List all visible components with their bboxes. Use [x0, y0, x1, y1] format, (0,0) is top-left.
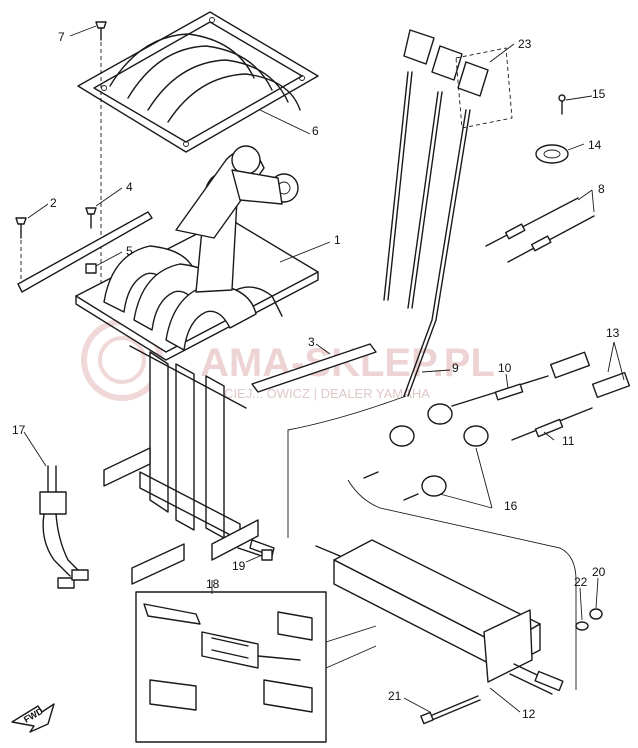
callout-18: 18: [206, 577, 220, 591]
watermark-brand: AMA-SKLEP.PL: [200, 341, 495, 385]
part-11-rod: [511, 407, 593, 441]
callout-17: 17: [12, 423, 26, 437]
part-19-bolt: [237, 547, 273, 561]
callout-16: 16: [504, 499, 518, 513]
part-8-cables: [485, 197, 595, 263]
callout-7: 7: [58, 30, 65, 44]
callout-9: 9: [452, 361, 459, 375]
watermark-dealer: KUCIEJ... OWICZ | DEALER YAMAHA: [206, 386, 430, 401]
callout-19: 19: [232, 559, 246, 573]
callout-5: 5: [126, 244, 133, 258]
callout-14: 14: [588, 138, 602, 152]
callout-22: 22: [574, 575, 588, 589]
part-22-washer: [575, 621, 589, 631]
callout-12: 12: [522, 707, 536, 721]
part-13-joints: [549, 351, 631, 399]
callout-20: 20: [592, 565, 606, 579]
part-21-bolt: [420, 695, 481, 725]
fwd-indicator: FWD: [11, 703, 55, 733]
callout-6: 6: [312, 124, 319, 138]
callout-labels: 7 6 2 4 5 1 3 8 9 10 11 12 13 14 15 16 1…: [12, 30, 620, 721]
callout-21: 21: [388, 689, 402, 703]
callout-23: 23: [518, 37, 532, 51]
part-3-bracket: [251, 343, 377, 393]
callout-15: 15: [592, 87, 606, 101]
callout-8: 8: [598, 182, 605, 196]
part-7-screw: [95, 21, 107, 300]
part-16-fittings: [363, 403, 489, 501]
lower-brackets: [103, 447, 275, 585]
part-6-top-cover: [77, 11, 319, 153]
part-18-inset: [135, 591, 377, 743]
part-1-remote-control-box: [75, 145, 319, 541]
part-17-neutral-switch: [39, 465, 89, 589]
callout-2: 2: [50, 196, 57, 210]
part-5-nut: [85, 263, 97, 274]
callout-10: 10: [498, 361, 512, 375]
part-4-bolt: [85, 207, 97, 229]
part-20-nut: [589, 608, 603, 620]
part-10-rod: [451, 375, 549, 407]
part-9-cable: [287, 395, 577, 690]
callout-13: 13: [606, 326, 620, 340]
strap-bracket: [17, 211, 153, 293]
part-15-screw: [558, 94, 566, 115]
part-12-control-unit: [315, 539, 564, 695]
callout-1: 1: [334, 233, 341, 247]
callout-11: 11: [562, 434, 575, 448]
part-2-bolt: [15, 217, 27, 239]
part-23-cable-ends: [403, 29, 513, 129]
callout-3: 3: [308, 335, 315, 349]
part-14-grommet: [535, 144, 569, 164]
push-pull-cables: [383, 71, 471, 397]
callout-4: 4: [126, 180, 133, 194]
leader-lines: [23, 25, 625, 713]
